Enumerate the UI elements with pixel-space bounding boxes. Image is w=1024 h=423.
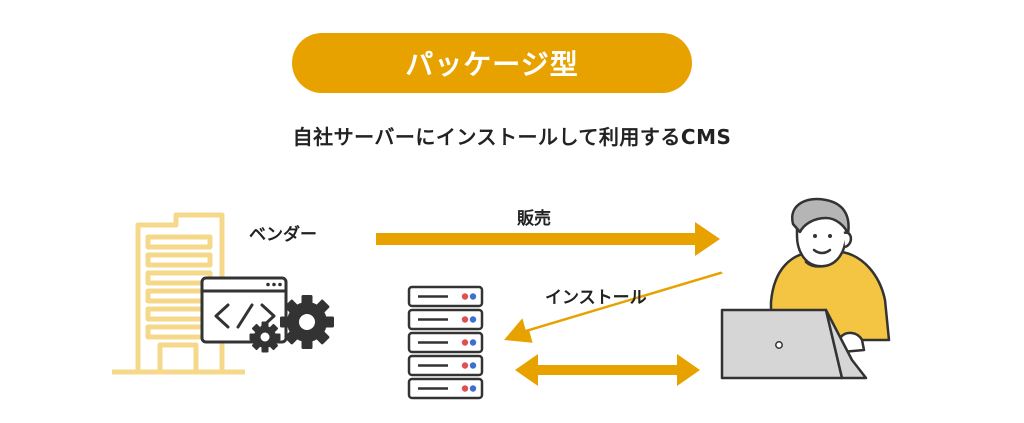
usage-double-arrow	[515, 354, 700, 386]
server-rack-icon	[407, 285, 484, 400]
title-pill: パッケージ型	[292, 33, 692, 93]
vendor-label: ベンダー	[249, 225, 317, 245]
laptop-icon	[720, 308, 868, 380]
gear-icon	[249, 295, 334, 353]
sales-label: 販売	[517, 209, 551, 229]
page-title: パッケージ型	[405, 48, 579, 81]
page-subtitle: 自社サーバーにインストールして利用するCMS	[292, 125, 732, 149]
install-label: インストール	[545, 288, 647, 308]
install-arrow	[504, 271, 723, 343]
building-icon	[112, 212, 245, 375]
sales-arrow	[376, 222, 720, 256]
